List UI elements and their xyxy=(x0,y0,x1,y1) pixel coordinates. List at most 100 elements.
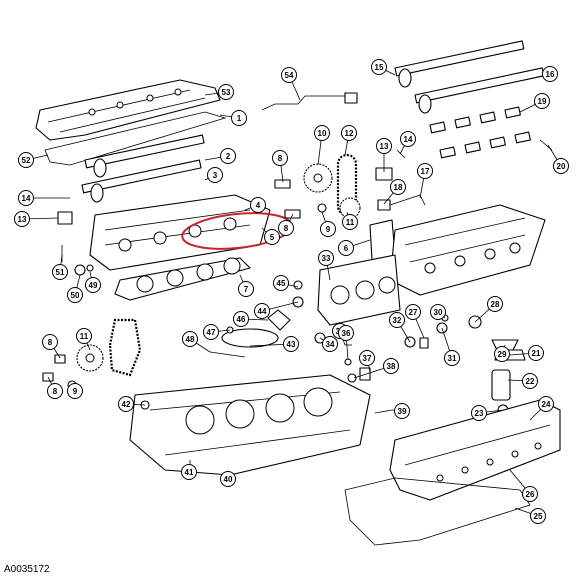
svg-text:46: 46 xyxy=(237,315,246,324)
svg-text:29: 29 xyxy=(498,350,507,359)
svg-text:40: 40 xyxy=(224,475,233,484)
svg-text:22: 22 xyxy=(526,377,535,386)
callout-13: 13 xyxy=(376,138,392,154)
washer-38 xyxy=(347,373,357,383)
svg-text:30: 30 xyxy=(434,308,443,317)
svg-text:47: 47 xyxy=(207,328,216,337)
svg-text:53: 53 xyxy=(222,88,231,97)
callout-25: 25 xyxy=(530,508,546,524)
callout-23: 23 xyxy=(471,405,487,421)
svg-text:19: 19 xyxy=(538,97,547,106)
cam-cover-left xyxy=(35,79,221,141)
callout-8: 8 xyxy=(272,150,288,166)
plug-37 xyxy=(359,367,371,381)
svg-text:17: 17 xyxy=(421,167,430,176)
callout-43: 43 xyxy=(283,336,299,352)
svg-text:33: 33 xyxy=(322,254,331,263)
callout-36: 36 xyxy=(338,325,354,341)
callout-19: 19 xyxy=(534,93,550,109)
callout-8: 8 xyxy=(278,220,294,236)
callout-6: 6 xyxy=(338,240,354,256)
svg-text:16: 16 xyxy=(546,70,555,79)
seal-49 xyxy=(86,264,94,272)
svg-text:13: 13 xyxy=(18,215,27,224)
svg-text:9: 9 xyxy=(326,225,331,234)
callout-33: 33 xyxy=(318,250,334,266)
callout-32: 32 xyxy=(389,312,405,328)
dipstick-48 xyxy=(209,351,246,358)
bolt-8-mid xyxy=(284,209,301,219)
svg-text:12: 12 xyxy=(345,129,354,138)
callout-48: 48 xyxy=(182,331,198,347)
harness-connector xyxy=(344,92,358,104)
head-gasket-left xyxy=(114,257,251,301)
callout-50: 50 xyxy=(67,287,83,303)
svg-text:15: 15 xyxy=(375,63,384,72)
callout-42: 42 xyxy=(118,396,134,412)
callout-14: 14 xyxy=(400,131,416,147)
svg-text:43: 43 xyxy=(287,340,296,349)
callout-27: 27 xyxy=(405,304,421,320)
sensor-13-left xyxy=(57,211,73,225)
svg-text:21: 21 xyxy=(532,349,541,358)
valve-46 xyxy=(267,309,291,331)
callout-16: 16 xyxy=(542,66,558,82)
callout-24: 24 xyxy=(538,396,554,412)
cam-cover-gasket-right-25 xyxy=(344,477,531,546)
svg-text:6: 6 xyxy=(344,244,349,253)
callout-9: 9 xyxy=(320,221,336,237)
callout-1: 1 xyxy=(231,110,247,126)
callout-26: 26 xyxy=(522,486,538,502)
svg-text:41: 41 xyxy=(185,468,194,477)
tensioner-6 xyxy=(369,219,396,261)
washer-9 xyxy=(317,203,327,213)
svg-text:9: 9 xyxy=(73,387,78,396)
svg-text:49: 49 xyxy=(89,281,98,290)
callout-7: 7 xyxy=(238,281,254,297)
svg-text:26: 26 xyxy=(526,490,535,499)
svg-text:28: 28 xyxy=(491,300,500,309)
callout-54: 54 xyxy=(281,67,297,83)
engine-block-40 xyxy=(129,374,371,476)
sprocket-11 xyxy=(339,197,361,219)
callout-22: 22 xyxy=(522,373,538,389)
callout-4: 4 xyxy=(250,197,266,213)
svg-text:18: 18 xyxy=(394,183,403,192)
svg-text:39: 39 xyxy=(398,407,407,416)
callout-44: 44 xyxy=(254,303,270,319)
camshafts-left xyxy=(81,134,205,203)
svg-text:24: 24 xyxy=(542,400,551,409)
camshafts-right xyxy=(394,40,545,114)
sensor-17 xyxy=(389,194,426,206)
callout-34: 34 xyxy=(322,336,338,352)
callout-11: 11 xyxy=(76,328,92,344)
callout-15: 15 xyxy=(371,59,387,75)
oil-pan-gasket-43 xyxy=(221,328,279,348)
svg-text:10: 10 xyxy=(318,129,327,138)
svg-text:25: 25 xyxy=(534,512,543,521)
svg-text:42: 42 xyxy=(122,400,131,409)
timing-chain-lower xyxy=(108,318,142,377)
callout-47: 47 xyxy=(203,324,219,340)
callout-18: 18 xyxy=(390,179,406,195)
svg-text:45: 45 xyxy=(277,279,286,288)
svg-text:44: 44 xyxy=(258,307,267,316)
spring-27 xyxy=(419,337,429,349)
svg-text:8: 8 xyxy=(53,387,58,396)
callout-52: 52 xyxy=(18,152,34,168)
head-gasket-right-33 xyxy=(317,254,401,326)
callout-45: 45 xyxy=(273,275,289,291)
callout-28: 28 xyxy=(487,296,503,312)
connector-18 xyxy=(377,199,391,211)
callout-3: 3 xyxy=(207,167,223,183)
svg-text:20: 20 xyxy=(557,162,566,171)
bolt-8-lower xyxy=(54,354,66,364)
bolt-14-right xyxy=(396,149,406,159)
figure-id-label: A0035172 xyxy=(4,564,50,575)
callout-8: 8 xyxy=(47,383,63,399)
callout-41: 41 xyxy=(181,464,197,480)
callout-8: 8 xyxy=(42,334,58,350)
callout-40: 40 xyxy=(220,471,236,487)
svg-text:13: 13 xyxy=(380,142,389,151)
